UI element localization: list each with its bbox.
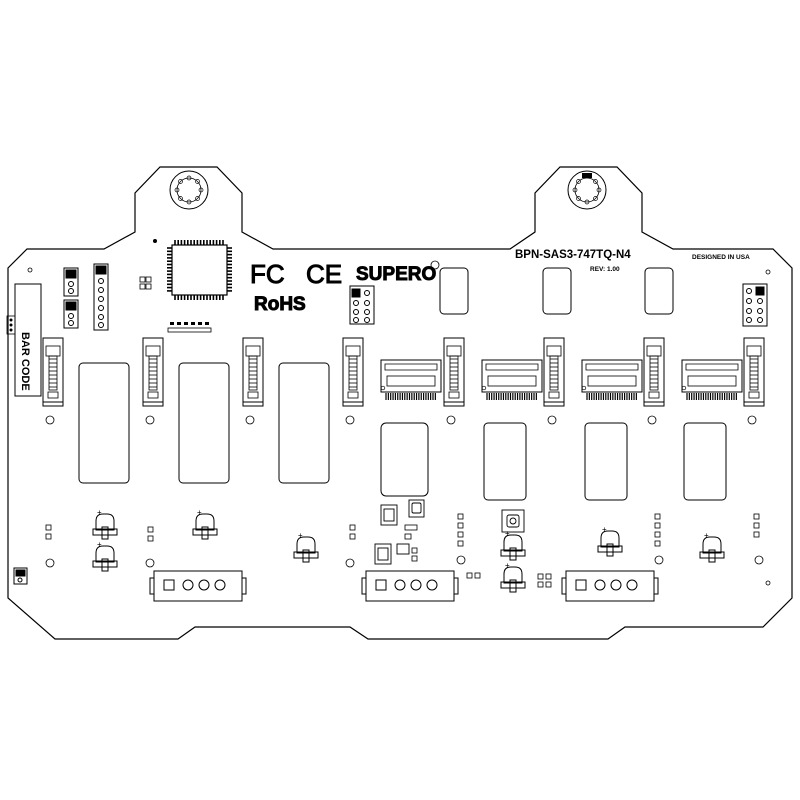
regulator-ic-1 [380,499,425,526]
revision-label: REV: 1.00 [590,266,620,273]
fan-headers: + + + + + + + + [92,508,725,593]
resistor-array [167,322,212,333]
drive-connector [743,337,765,407]
nvme-connector [681,359,743,400]
svg-text:FC: FC [250,259,285,289]
power-connector [561,570,659,602]
drive-connector [543,337,565,407]
power-connector [361,570,459,602]
svg-text:+: + [298,531,303,540]
fan-header: + [192,508,218,540]
power-connectors [149,570,659,602]
cutouts-left [78,362,330,484]
upper-pads [439,267,674,315]
mounting-hole-right [567,170,607,210]
pin-header-right [742,283,768,327]
svg-text:+: + [602,525,607,534]
rohs-logo: RoHS [254,294,307,316]
pin-header-left [93,263,109,331]
origin-label: DESIGNED IN USA [692,254,750,261]
fan-header: + [597,525,623,557]
drive-connector [342,337,364,407]
fan-header: + [293,531,319,563]
svg-text:+: + [505,529,510,538]
fan-header: + [92,540,118,572]
jumper-block-left [63,267,79,329]
nvme-connector [581,359,643,400]
svg-text:+: + [97,508,102,517]
fan-header: + [699,531,725,563]
svg-text:SUPERO: SUPERO [356,264,436,285]
drive-connector-row [42,337,765,407]
drive-connector [443,337,465,407]
fan-header: + [92,508,118,540]
svg-text:+: + [97,540,102,549]
fcc-logo: FC [250,259,286,290]
svg-text:+: + [197,508,202,517]
barcode-area: BAR CODE [6,283,42,397]
brand-logo: SUPERO [356,260,440,285]
nvme-connector [481,359,543,400]
controller-ic [153,239,232,300]
small-components [45,415,764,588]
power-connector [149,570,247,602]
regulator-ic-2 [374,543,410,565]
svg-text:RoHS: RoHS [254,294,306,315]
svg-text:CE: CE [306,259,342,289]
ce-logo: CE [306,259,343,290]
drive-connector [643,337,665,407]
sensor-ic [501,509,525,533]
svg-text:+: + [505,561,510,570]
jumper-bottom-left [13,567,28,585]
pin-header-center [349,285,375,325]
drive-connector [242,337,264,407]
drive-connector [42,337,64,407]
fan-header: + [500,529,526,561]
vias [27,267,771,586]
svg-text:+: + [704,531,709,540]
mounting-hole-left [169,170,209,210]
barcode-label: BAR CODE [19,332,31,391]
drive-connector [142,337,164,407]
ic-passives [139,276,152,290]
fan-header: + [500,561,526,593]
model-number: BPN-SAS3-747TQ-N4 [515,249,631,261]
nvme-connector [380,359,442,400]
board-outline [7,166,793,640]
cutouts-right [380,422,727,501]
